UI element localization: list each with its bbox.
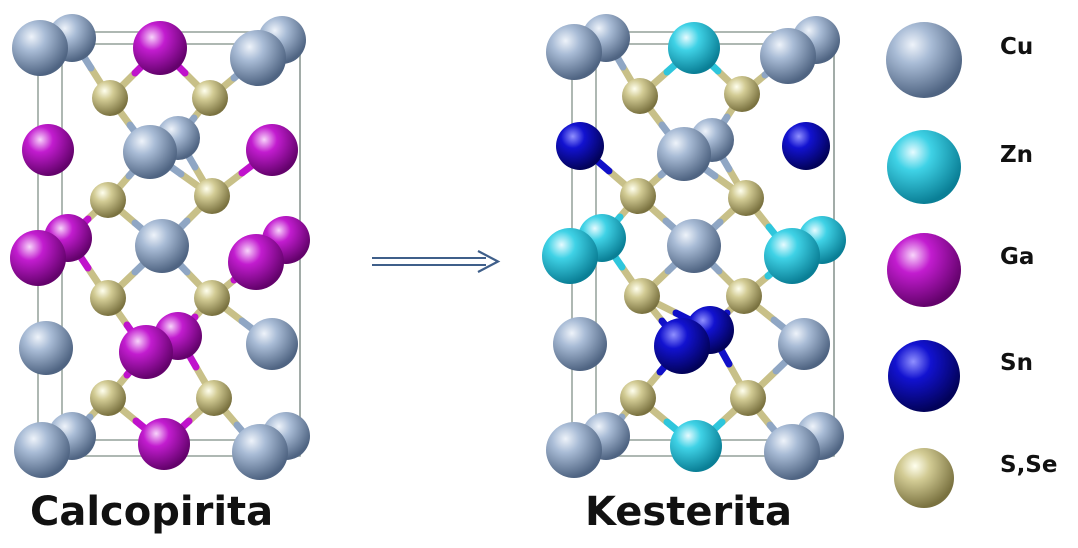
calcopirita-atom-ga [119, 325, 173, 379]
legend-swatch-ga [887, 233, 961, 307]
calcopirita-atom-s [90, 380, 126, 416]
legend-label-sn: Sn [1000, 350, 1033, 376]
legend-label-cu: Cu [1000, 34, 1034, 60]
kesterita-atom-cu [546, 24, 602, 80]
kesterita-atom-s [730, 380, 766, 416]
calcopirita-atom-s [196, 380, 232, 416]
calcopirita-atom-s [92, 80, 128, 116]
kesterita-atom-s [622, 78, 658, 114]
calcopirita-atom-cu [135, 219, 189, 273]
calcopirita-atom-cu [232, 424, 288, 480]
kesterita-atom-s [728, 180, 764, 216]
kesterita-atom-cu [546, 422, 602, 478]
kesterita-atom-cu [778, 318, 830, 370]
calcopirita-atom-s [194, 280, 230, 316]
kesterita-atom-cu [667, 219, 721, 273]
calcopirita-atom-s [192, 80, 228, 116]
kesterita-atom-sn [782, 122, 830, 170]
calcopirita-atom-ga [22, 124, 74, 176]
legend-swatch-zn [887, 130, 961, 204]
kesterita-atom-s [726, 278, 762, 314]
kesterita-atom-zn [670, 420, 722, 472]
kesterita-atom-cu [657, 127, 711, 181]
kesterita-atom-sn [556, 122, 604, 170]
calcopirita-atom-cu [230, 30, 286, 86]
calcopirita-atom-ga [228, 234, 284, 290]
kesterita-atom-zn [668, 22, 720, 74]
calcopirita-atom-cu [12, 20, 68, 76]
legend-swatch-sn [888, 340, 960, 412]
calcopirita-atom-cu [14, 422, 70, 478]
kesterita-caption: Kesterita [585, 489, 793, 535]
kesterita-atom-zn [542, 228, 598, 284]
calcopirita-atom-cu [246, 318, 298, 370]
kesterita-atom-sn [654, 318, 710, 374]
legend [886, 22, 962, 508]
kesterita-atom-s [620, 380, 656, 416]
calcopirita-atom-s [194, 178, 230, 214]
calcopirita-atom-cu [19, 321, 73, 375]
calcopirita-atom-cu [123, 125, 177, 179]
kesterita-structure [542, 14, 846, 480]
calcopirita-structure [10, 14, 310, 480]
kesterita-atom-cu [764, 424, 820, 480]
kesterita-atom-s [620, 178, 656, 214]
kesterita-atom-s [724, 76, 760, 112]
calcopirita-atom-ga [138, 418, 190, 470]
legend-swatch-s [894, 448, 954, 508]
calcopirita-atom-s [90, 182, 126, 218]
kesterita-atom-cu [760, 28, 816, 84]
transform-arrow [372, 250, 501, 273]
calcopirita-atom-ga [133, 21, 187, 75]
calcopirita-atom-s [90, 280, 126, 316]
legend-label-ga: Ga [1000, 244, 1035, 270]
calcopirita-caption: Calcopirita [30, 489, 274, 535]
legend-label-zn: Zn [1000, 142, 1034, 168]
kesterita-atom-s [624, 278, 660, 314]
calcopirita-atom-ga [10, 230, 66, 286]
kesterita-atom-cu [553, 317, 607, 371]
kesterita-atom-zn [764, 228, 820, 284]
legend-swatch-cu [886, 22, 962, 98]
calcopirita-atom-ga [246, 124, 298, 176]
legend-label-s-se: S,Se [1000, 452, 1058, 478]
